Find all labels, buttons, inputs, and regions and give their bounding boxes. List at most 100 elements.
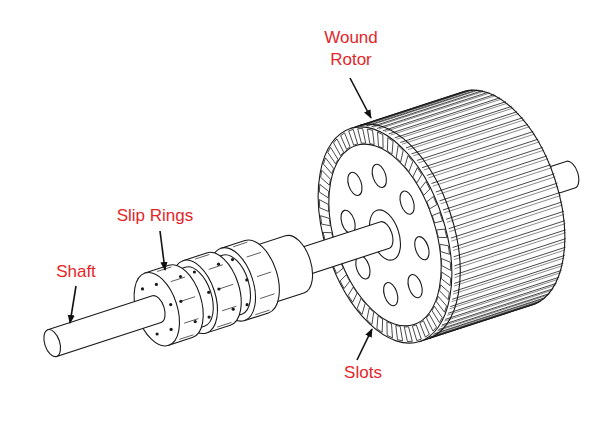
- winding-line: [400, 106, 511, 142]
- bolt-dot: [155, 283, 158, 286]
- winding-line: [424, 134, 535, 170]
- slot-mark: [341, 133, 351, 149]
- winding-line: [395, 102, 506, 138]
- bolt-dot: [217, 287, 220, 290]
- winding-line: [444, 177, 555, 213]
- ring-mark: [260, 294, 274, 299]
- winding-line: [449, 193, 560, 229]
- slot-mark: [377, 316, 383, 333]
- winding-line: [417, 124, 528, 160]
- ring-mark: [222, 306, 236, 311]
- winding-line: [455, 233, 566, 269]
- bolt-dot: [208, 316, 211, 319]
- leader-arrow: [357, 329, 372, 360]
- bolt-dot: [179, 300, 182, 303]
- rotor-drawing: [41, 90, 579, 360]
- slot-mark: [358, 129, 366, 144]
- slot-mark: [432, 306, 442, 323]
- winding-line: [436, 156, 547, 192]
- winding-line: [368, 90, 479, 126]
- winding-line: [438, 294, 549, 330]
- slot-mark: [367, 308, 374, 325]
- vent-hole: [370, 163, 390, 190]
- winding-line: [441, 168, 552, 204]
- bolt-dot: [156, 332, 159, 335]
- winding-line: [422, 132, 533, 168]
- slot-mark: [323, 158, 333, 174]
- bolt-dot: [207, 291, 210, 294]
- slot-mark: [387, 322, 393, 338]
- winding-line: [453, 214, 564, 250]
- winding-line: [448, 277, 559, 313]
- slot-mark: [348, 287, 357, 302]
- winding-line: [454, 224, 565, 260]
- bolt-dot: [194, 320, 197, 323]
- slot-mark: [437, 229, 447, 238]
- shaft-end: [41, 327, 64, 358]
- winding-line: [362, 90, 473, 126]
- winding-line: [377, 92, 488, 128]
- winding-line: [428, 142, 539, 178]
- winding-line: [413, 120, 524, 156]
- ring-mark: [217, 322, 231, 327]
- ring-mark: [184, 319, 198, 324]
- winding-line: [455, 239, 566, 275]
- slot-mark: [441, 272, 450, 286]
- part-label: Slip Rings: [100, 205, 210, 227]
- slot-mark: [405, 156, 413, 172]
- winding-line: [433, 299, 544, 335]
- winding-line: [431, 147, 542, 183]
- winding-line: [361, 90, 472, 126]
- winding-line: [446, 183, 557, 219]
- bolt-dot: [179, 275, 182, 278]
- slot-mark: [396, 146, 403, 163]
- ring-mark: [233, 242, 247, 247]
- ring-mark: [195, 255, 209, 260]
- bolt-dot: [170, 328, 173, 331]
- slot-mark: [432, 213, 442, 223]
- slot-mark: [319, 200, 328, 212]
- slot-mark: [420, 321, 430, 337]
- bolt-dot: [232, 308, 235, 311]
- bolt-dot: [217, 263, 220, 266]
- slot-mark: [349, 129, 358, 145]
- slot-mark: [387, 138, 393, 155]
- ring-mark: [257, 272, 271, 277]
- winding-line: [449, 196, 560, 232]
- slot-mark: [436, 296, 446, 312]
- slot-mark: [328, 147, 338, 164]
- slot-mark: [427, 197, 437, 209]
- leader-lines: [70, 78, 372, 360]
- bolt-dot: [231, 258, 234, 261]
- winding-line: [373, 91, 484, 127]
- winding-line: [454, 247, 565, 283]
- slot-mark: [412, 325, 421, 341]
- vent-hole: [381, 281, 401, 308]
- winding-line: [396, 103, 507, 139]
- slot-mark: [396, 325, 403, 341]
- slot-mark: [440, 285, 450, 300]
- winding-line: [455, 241, 566, 277]
- slot-mark: [420, 182, 430, 196]
- slot-mark: [357, 298, 365, 314]
- bolt-dot: [245, 278, 248, 281]
- ring-mark: [247, 252, 261, 257]
- winding-line: [437, 159, 548, 195]
- ring-mark: [181, 297, 195, 302]
- winding-line: [454, 221, 565, 257]
- shaft: [48, 296, 165, 357]
- winding-line: [379, 93, 490, 129]
- slot-mark: [367, 129, 374, 145]
- winding-line: [437, 295, 548, 331]
- winding-line: [443, 174, 554, 210]
- slot-mark: [426, 314, 436, 331]
- winding-line: [452, 205, 563, 241]
- winding-line: [450, 273, 561, 309]
- winding-line: [452, 266, 563, 302]
- slot-mark: [404, 327, 412, 342]
- winding-line: [434, 298, 545, 334]
- ring-mark: [209, 265, 223, 270]
